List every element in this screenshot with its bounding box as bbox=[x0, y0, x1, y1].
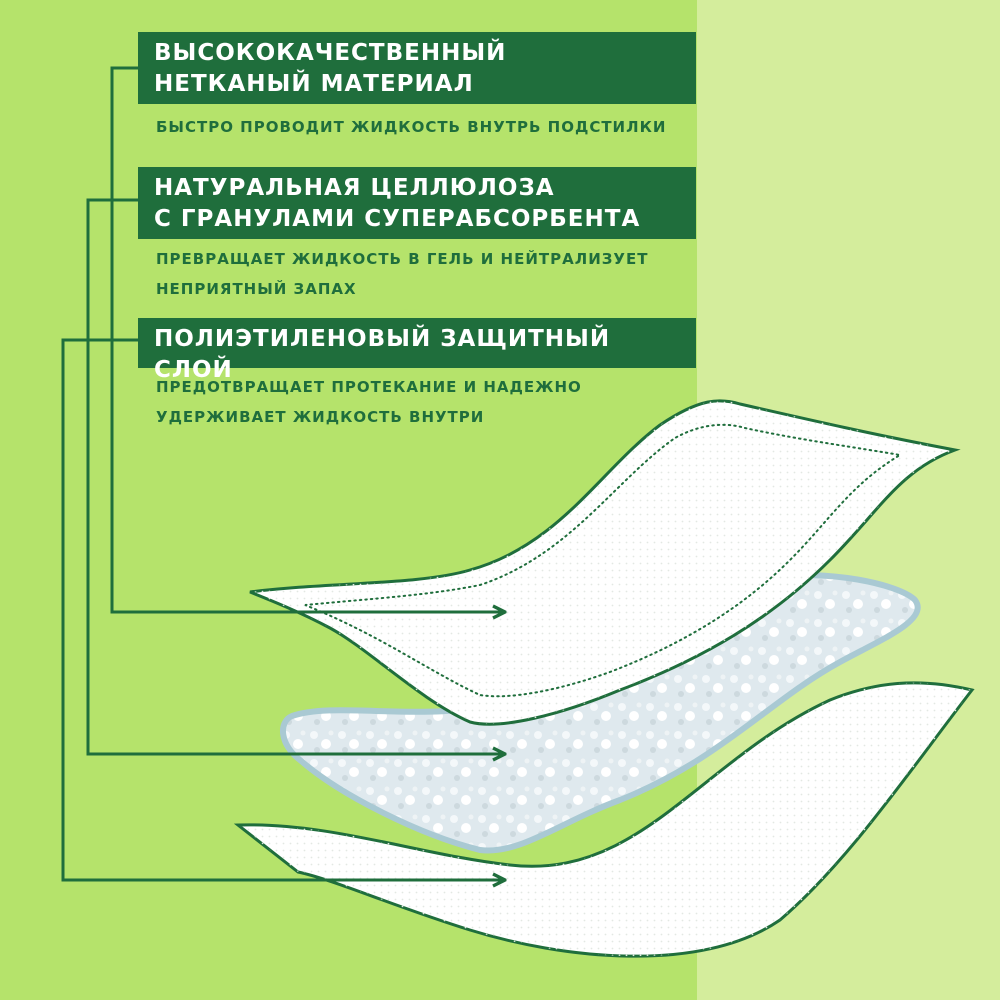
layer-1-description: БЫСТРО ПРОВОДИТ ЖИДКОСТЬ ВНУТРЬ ПОДСТИЛК… bbox=[156, 118, 667, 136]
layer-2-title: НАТУРАЛЬНАЯ ЦЕЛЛЮЛОЗА С ГРАНУЛАМИ СУПЕРА… bbox=[138, 167, 696, 239]
layer-1-title: ВЫСОКОКАЧЕСТВЕННЫЙ НЕТКАНЫЙ МАТЕРИАЛ bbox=[138, 32, 696, 104]
connector-arrow-polyethylene bbox=[61, 338, 505, 880]
layer-3-description: ПРЕДОТВРАЩАЕТ ПРОТЕКАНИЕ И НАДЕЖНО УДЕРЖ… bbox=[156, 378, 582, 426]
nonwoven-layer bbox=[249, 399, 961, 726]
layer-3-title: ПОЛИЭТИЛЕНОВЫЙ ЗАЩИТНЫЙ СЛОЙ bbox=[138, 318, 696, 383]
layer-2-description: ПРЕВРАЩАЕТ ЖИДКОСТЬ В ГЕЛЬ И НЕЙТРАЛИЗУЕ… bbox=[156, 250, 649, 298]
connector-arrow-cellulose bbox=[86, 198, 505, 754]
polyethylene-layer bbox=[233, 681, 975, 958]
